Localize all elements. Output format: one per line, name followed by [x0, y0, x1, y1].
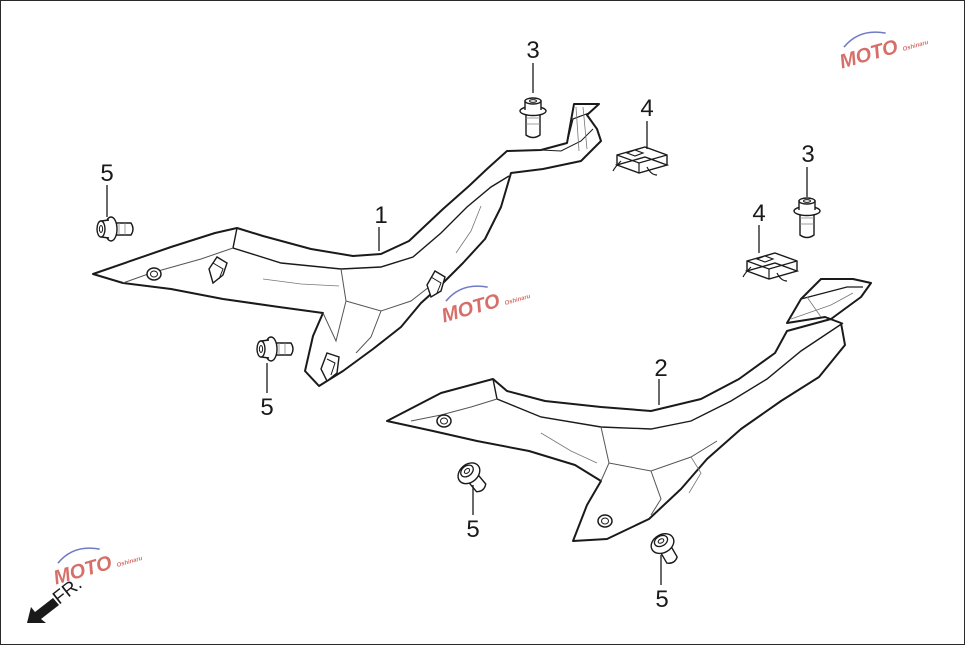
flange-bolt-icon — [646, 529, 685, 569]
callout-2: 2 — [654, 355, 667, 382]
flange-bolt-icon — [519, 97, 547, 139]
callout-4-top: 4 — [640, 95, 653, 122]
watermark-brand: MOTO — [439, 290, 503, 328]
front-direction-arrow-icon — [27, 598, 59, 623]
watermark-tag: Oshinaru — [504, 294, 531, 307]
u-nut-clip-icon — [612, 146, 668, 176]
callout-4-right: 4 — [752, 200, 765, 227]
side-cover-part-2 — [386, 278, 872, 542]
callout-1: 1 — [374, 202, 387, 229]
watermark-logo: MOTO Oshinaru — [439, 285, 531, 328]
leader-lines — [106, 63, 808, 585]
u-nut-clip-icon — [742, 252, 798, 282]
flange-bolt-icon — [793, 197, 821, 239]
callout-3-right: 3 — [801, 141, 814, 168]
callout-5-bottom-a: 5 — [466, 516, 479, 543]
flange-bolt-icon — [96, 216, 134, 242]
side-cover-part-1 — [92, 103, 602, 387]
watermark-logo: MOTO Oshinaru — [837, 31, 929, 74]
watermark-tag: Oshinaru — [116, 556, 143, 569]
watermark-brand: MOTO — [837, 36, 901, 74]
callout-5-mid: 5 — [260, 394, 273, 421]
callout-5-left: 5 — [100, 160, 113, 187]
flange-bolt-icon — [256, 336, 294, 362]
callout-3-top: 3 — [526, 37, 539, 64]
callout-5-bottom-b: 5 — [655, 586, 668, 613]
watermark-tag: Oshinaru — [902, 40, 929, 53]
watermark-brand: MOTO — [51, 552, 115, 590]
watermark-logo: MOTO Oshinaru — [51, 547, 143, 590]
